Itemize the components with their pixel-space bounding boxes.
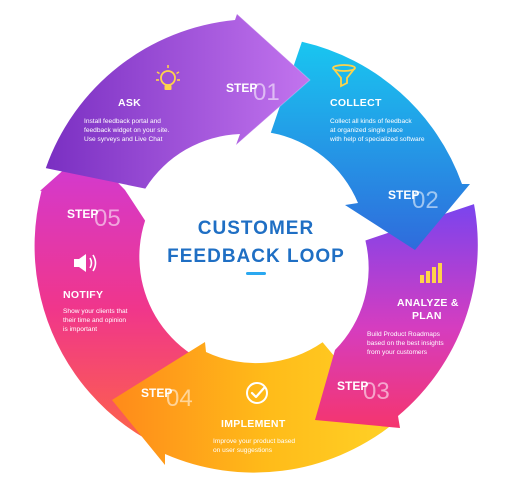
step-heading: ANALYZE & [397, 297, 459, 309]
step-label: STEP [388, 188, 419, 202]
segment-collect [270, 41, 470, 250]
step-implement: STEP 04 IMPLEMENT Improve your product b… [141, 382, 295, 454]
step-number: 04 [166, 385, 193, 412]
step-heading: IMPLEMENT [221, 418, 286, 430]
step-heading: PLAN [412, 310, 442, 322]
lightbulb-icon [156, 65, 180, 90]
diagram-title: CUSTOMER FEEDBACK LOOP [167, 218, 345, 275]
segment-ask [45, 14, 311, 189]
bar-chart-icon [420, 263, 442, 283]
step-analyze: ANALYZE & PLAN Build Product Roadmaps ba… [337, 263, 459, 405]
title-line-1: CUSTOMER [198, 218, 314, 239]
step-heading: COLLECT [330, 97, 382, 109]
step-number: 02 [412, 187, 439, 214]
step-desc-line: Improve your product based [213, 438, 295, 445]
step-label: STEP [67, 207, 98, 221]
step-desc-line: Collect all kinds of feedback [330, 118, 412, 125]
step-notify: STEP 05 NOTIFY Show your clients that th… [63, 205, 128, 333]
step-label: STEP [141, 386, 172, 400]
step-desc-line: from your customers [367, 349, 428, 356]
step-desc-line: feedback widget on your site. [84, 127, 170, 134]
step-desc-line: at organized single place [330, 127, 403, 134]
step-number: 05 [94, 205, 121, 232]
step-heading: NOTIFY [63, 289, 103, 301]
funnel-icon [332, 64, 356, 88]
step-desc-line: Show your clients that [63, 308, 128, 315]
step-collect: COLLECT Collect all kinds of feedback at… [329, 64, 439, 214]
step-desc-line: on user suggestions [213, 447, 273, 454]
step-desc-line: Install feedback portal and [84, 118, 161, 125]
step-number: 01 [253, 79, 280, 106]
step-desc-line: their time and opinion [63, 317, 126, 324]
step-desc-line: with help of specialized software [329, 136, 425, 143]
speaker-icon [74, 254, 97, 272]
step-heading: ASK [118, 97, 141, 109]
segment-implement [112, 342, 392, 473]
segment-analyze [315, 204, 478, 428]
title-underline [246, 272, 266, 275]
step-label: STEP [337, 379, 368, 393]
step-desc-line: Build Product Roadmaps [367, 331, 441, 338]
step-desc-line: based on the best insights [367, 340, 444, 347]
step-ask: STEP 01 ASK Install feedback portal and … [84, 65, 280, 143]
title-line-2: FEEDBACK LOOP [167, 246, 345, 267]
step-label: STEP [226, 81, 257, 95]
step-desc-line: is important [63, 326, 97, 333]
check-circle-icon [246, 382, 268, 404]
step-desc-line: Use syrveys and Live Chat [84, 136, 163, 143]
step-number: 03 [363, 378, 390, 405]
